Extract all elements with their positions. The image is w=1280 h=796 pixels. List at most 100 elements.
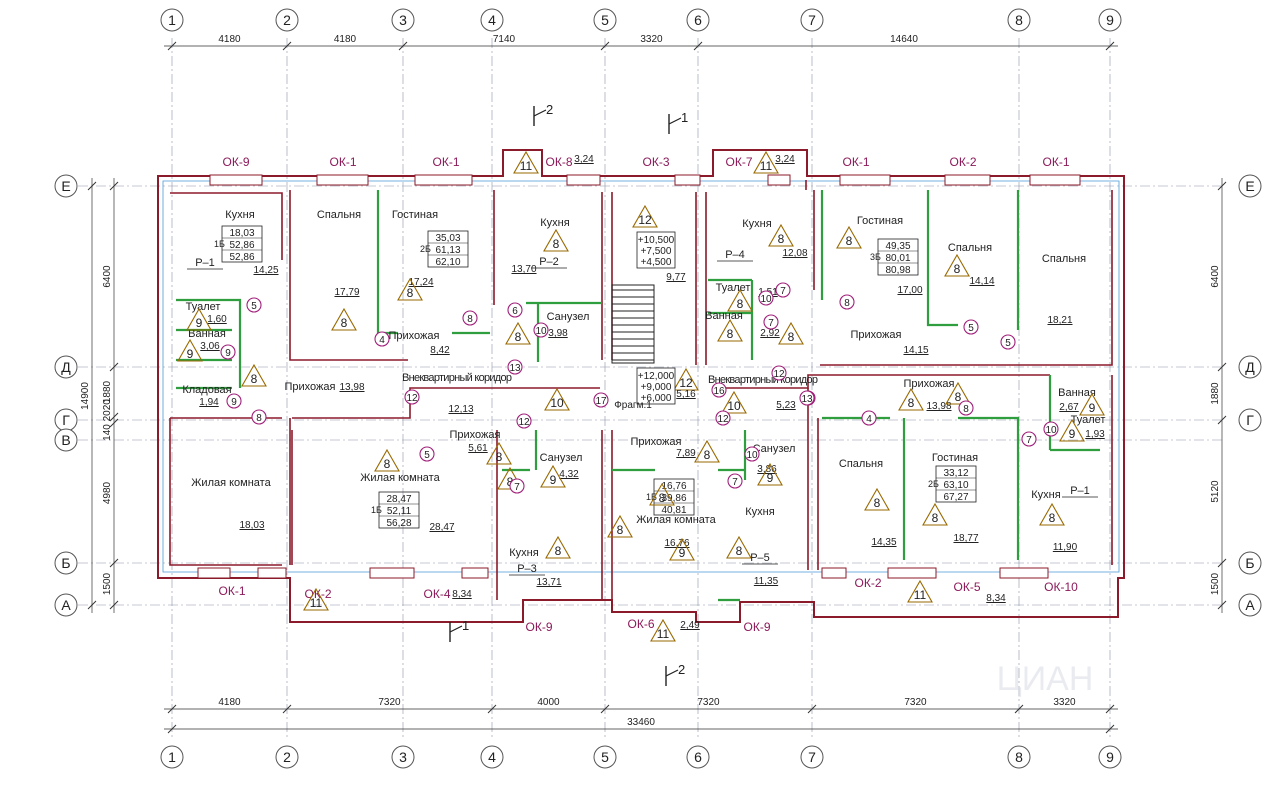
triangle-tag [669, 537, 695, 561]
room-name: Прихожая [851, 329, 902, 341]
room-area: 12,13 [448, 404, 473, 415]
triangle-tag [726, 535, 752, 559]
circle-tag [963, 319, 979, 335]
circle-tag [516, 413, 532, 429]
room-area: 3,06 [200, 341, 220, 352]
triangle-tag [1039, 502, 1065, 526]
axis-bubble [54, 593, 78, 617]
triangle-tag [540, 464, 566, 488]
circle-tag [727, 473, 743, 489]
axis-label: 2 [283, 749, 291, 765]
axis-bubble [1238, 593, 1262, 617]
circle-tag [509, 478, 525, 494]
dim-tick [282, 704, 292, 714]
triangle-tag-value: 8 [251, 372, 258, 386]
room-labels: Кухня14,25Спальня17,79Гостиная17,24Прихо… [182, 209, 1105, 588]
axis-bubble [800, 8, 824, 32]
axis-bubble [1098, 8, 1122, 32]
watermark: ЦИАН [997, 660, 1094, 698]
triangle-tag-value: 10 [550, 396, 564, 410]
axis-bubble [686, 8, 710, 32]
misc-area: 2,49 [680, 620, 700, 631]
axis-bubble [1238, 408, 1262, 432]
circle-tag [374, 331, 390, 347]
circle-tag-value: 12 [773, 369, 785, 380]
window-opening [887, 567, 937, 579]
triangle-tag [922, 502, 948, 526]
axis-bubble [1238, 174, 1262, 198]
circle-tag-value: 6 [512, 306, 518, 317]
apt-table [221, 225, 263, 263]
room-name: Спальня [948, 242, 992, 254]
circle-tag-value: 16 [713, 386, 725, 397]
misc-area: 8,34 [986, 593, 1006, 604]
axis-label: Б [61, 555, 70, 571]
apt-table [877, 238, 919, 276]
axis-label: В [61, 432, 70, 448]
window-label: ОК-6 [628, 617, 655, 631]
section-number: 1 [681, 110, 688, 125]
room-name: Прихожая [631, 436, 682, 448]
circle-tag [1021, 431, 1037, 447]
elevation-value: +10,500 [638, 235, 675, 246]
room-name: Гостиная [932, 452, 978, 464]
room-area: 13,98 [339, 382, 364, 393]
axis-label: Д [61, 359, 71, 375]
triangle-tag [331, 307, 357, 331]
riser-label: Р–5 [750, 552, 770, 564]
apt-value: 63,10 [943, 480, 968, 491]
apt-value: 18,03 [229, 228, 254, 239]
triangle-tag [545, 535, 571, 559]
room-name: Кухня [745, 506, 774, 518]
axis-label: Е [61, 178, 70, 194]
window-label: ОК-1 [330, 155, 357, 169]
circle-tag [226, 393, 242, 409]
dim-tick [807, 704, 817, 714]
room-name: Кухня [509, 547, 538, 559]
dim-value: 4980 [102, 481, 113, 504]
circle-tag-value: 7 [1026, 435, 1032, 446]
dim-tick [600, 41, 610, 51]
staircase [611, 284, 655, 364]
riser-label: Р–2 [539, 256, 559, 268]
axis-label: 5 [601, 12, 609, 28]
room-name: Прихожая [389, 330, 440, 342]
dim-value: 4180 [218, 697, 241, 708]
apt-value: 80,98 [885, 265, 910, 276]
axis-bubble [1007, 745, 1031, 769]
circle-tag-value: 12 [518, 417, 530, 428]
elevation-value: +7,500 [641, 246, 672, 257]
triangle-tag [607, 514, 633, 538]
apt-value: 52,11 [387, 506, 412, 517]
room-name: Прихожая [904, 378, 955, 390]
window-label: ОК-5 [954, 580, 981, 594]
section-arrow [533, 109, 547, 117]
window-label: ОК-1 [433, 155, 460, 169]
room-area: 12,08 [782, 248, 807, 259]
room-name: Ванная [705, 310, 743, 322]
axis-label: 6 [694, 749, 702, 765]
dim-value: 1880 [1210, 382, 1221, 405]
triangle-tag [1079, 392, 1105, 416]
triangle-tag [694, 439, 720, 463]
dim-value: 4180 [334, 34, 357, 45]
circle-tag-value: 13 [509, 363, 521, 374]
triangle-tag-value: 8 [954, 262, 961, 276]
dim-tick [167, 704, 177, 714]
triangle-tag [650, 618, 676, 642]
triangle-tag-value: 9 [1089, 401, 1096, 415]
room-area: 14,35 [871, 537, 896, 548]
apt-table [378, 491, 420, 529]
room-area: 16,76 [664, 538, 689, 549]
triangle-tag-value: 8 [507, 475, 514, 489]
axis-label: 3 [399, 12, 407, 28]
circle-tag-value: 5 [968, 323, 974, 334]
dim-tick [398, 41, 408, 51]
axis-label: 8 [1015, 12, 1023, 28]
dim-value: 1500 [102, 572, 113, 595]
circle-tag-value: 10 [535, 326, 547, 337]
axis-label: 4 [488, 749, 496, 765]
